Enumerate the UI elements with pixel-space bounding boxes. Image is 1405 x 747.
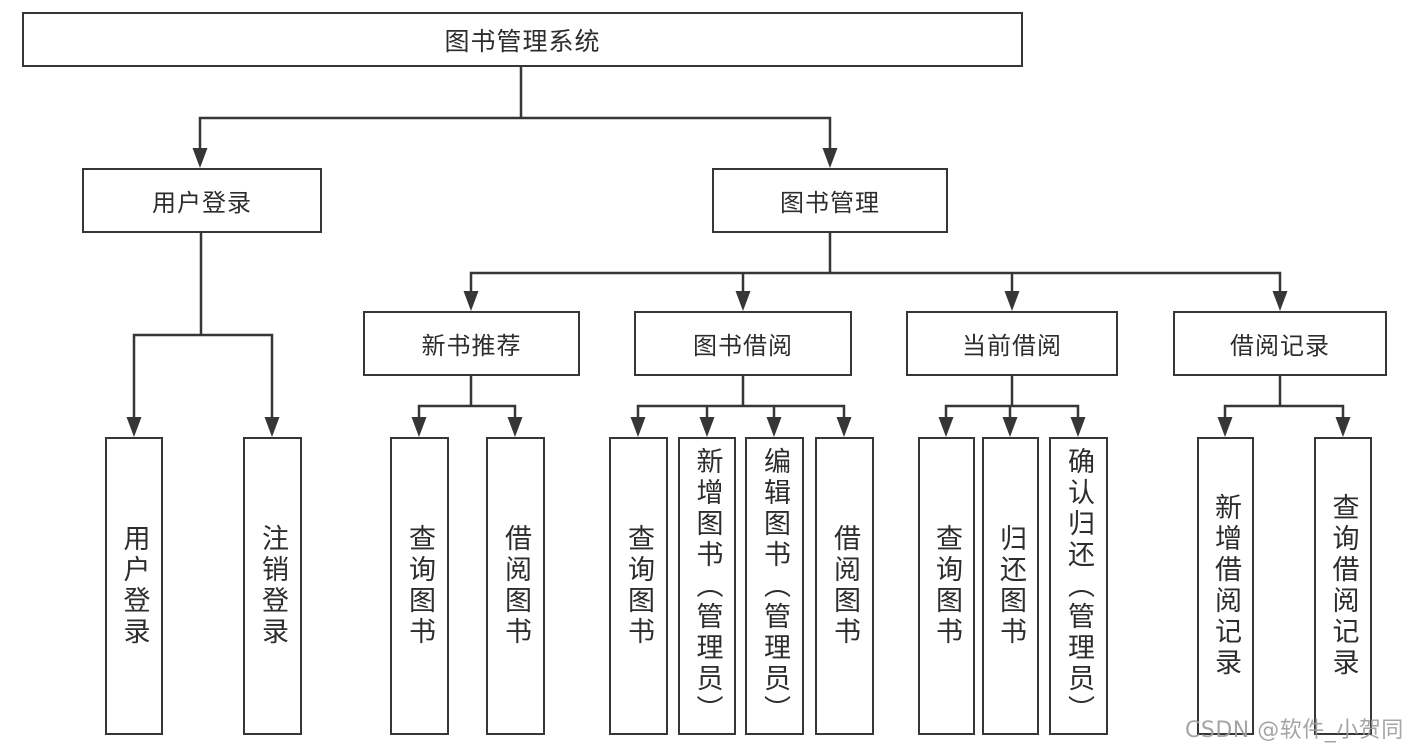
arrow-down-icon	[126, 417, 142, 437]
arrow-down-icon	[735, 291, 751, 311]
node-query-borrow-record: 查询借阅记录	[1314, 437, 1372, 735]
node-book-borrowing: 图书借阅	[634, 311, 852, 376]
arrow-down-icon	[411, 417, 427, 437]
node-label: 注销登录	[257, 524, 288, 648]
connector-book-borrowing	[636, 374, 846, 421]
node-label: 新增借阅记录	[1210, 493, 1241, 679]
arrow-down-icon	[1002, 417, 1018, 437]
connector-book-management	[469, 231, 1282, 295]
arrow-down-icon	[836, 417, 852, 437]
node-label: 编辑图书（管理员）	[759, 446, 790, 726]
node-add-borrow-record: 新增借阅记录	[1197, 437, 1254, 735]
node-label: 图书借阅	[693, 332, 793, 360]
arrow-down-icon	[1217, 417, 1233, 437]
node-query-books-borrowing: 查询图书	[609, 437, 668, 735]
node-borrow-books-recommend: 借阅图书	[486, 437, 545, 735]
node-label: 查询图书	[623, 524, 654, 648]
node-edit-book-admin: 编辑图书（管理员）	[745, 437, 804, 735]
node-borrowing-records: 借阅记录	[1173, 311, 1387, 376]
node-label: 借阅记录	[1230, 332, 1330, 360]
node-return-book: 归还图书	[982, 437, 1039, 735]
node-label: 查询借阅记录	[1327, 493, 1359, 679]
node-borrow-books-borrowing: 借阅图书	[815, 437, 874, 735]
connector-user-login	[132, 231, 274, 421]
node-label: 用户登录	[118, 524, 150, 648]
node-new-book-recommendation: 新书推荐	[363, 311, 580, 376]
node-label: 查询图书	[931, 524, 962, 648]
node-label: 借阅图书	[500, 524, 531, 648]
node-label: 归还图书	[995, 524, 1026, 648]
node-label: 确认归还（管理员）	[1063, 446, 1094, 726]
arrow-down-icon	[1335, 417, 1351, 437]
node-label: 用户登录	[152, 189, 252, 217]
node-user-login-leaf: 用户登录	[105, 437, 163, 735]
arrow-down-icon	[507, 417, 523, 437]
node-confirm-return-admin: 确认归还（管理员）	[1049, 437, 1108, 735]
arrow-down-icon	[1272, 291, 1288, 311]
arrow-down-icon	[1070, 417, 1086, 437]
node-add-book-admin: 新增图书（管理员）	[678, 437, 736, 735]
node-label: 新增图书（管理员）	[691, 446, 723, 726]
arrow-down-icon	[1004, 291, 1020, 311]
node-label: 查询图书	[404, 524, 435, 648]
arrow-down-icon	[630, 417, 646, 437]
node-current-borrowing: 当前借阅	[906, 311, 1118, 376]
arrow-down-icon	[699, 417, 715, 437]
node-query-books-recommend: 查询图书	[390, 437, 449, 735]
node-library-management-system: 图书管理系统	[22, 12, 1023, 67]
arrow-down-icon	[938, 417, 954, 437]
node-query-books-current: 查询图书	[918, 437, 975, 735]
connector-current-borrowing	[944, 374, 1080, 421]
arrow-down-icon	[822, 148, 838, 168]
node-label: 借阅图书	[829, 524, 860, 648]
connector-borrowing-records	[1223, 374, 1345, 421]
node-logout-leaf: 注销登录	[243, 437, 302, 735]
connector-new-book-recommendation	[417, 374, 517, 421]
node-book-management: 图书管理	[712, 168, 948, 233]
arrow-down-icon	[766, 417, 782, 437]
arrow-down-icon	[463, 291, 479, 311]
connector-root	[198, 65, 832, 152]
node-label: 图书管理	[780, 189, 880, 217]
node-user-login: 用户登录	[82, 168, 322, 233]
node-label: 新书推荐	[421, 332, 522, 360]
arrow-down-icon	[264, 417, 280, 437]
node-label: 当前借阅	[962, 332, 1062, 360]
arrow-down-icon	[192, 148, 208, 168]
node-label: 图书管理系统	[444, 26, 601, 56]
watermark: CSDN @软件_小贺同学	[1185, 718, 1405, 743]
